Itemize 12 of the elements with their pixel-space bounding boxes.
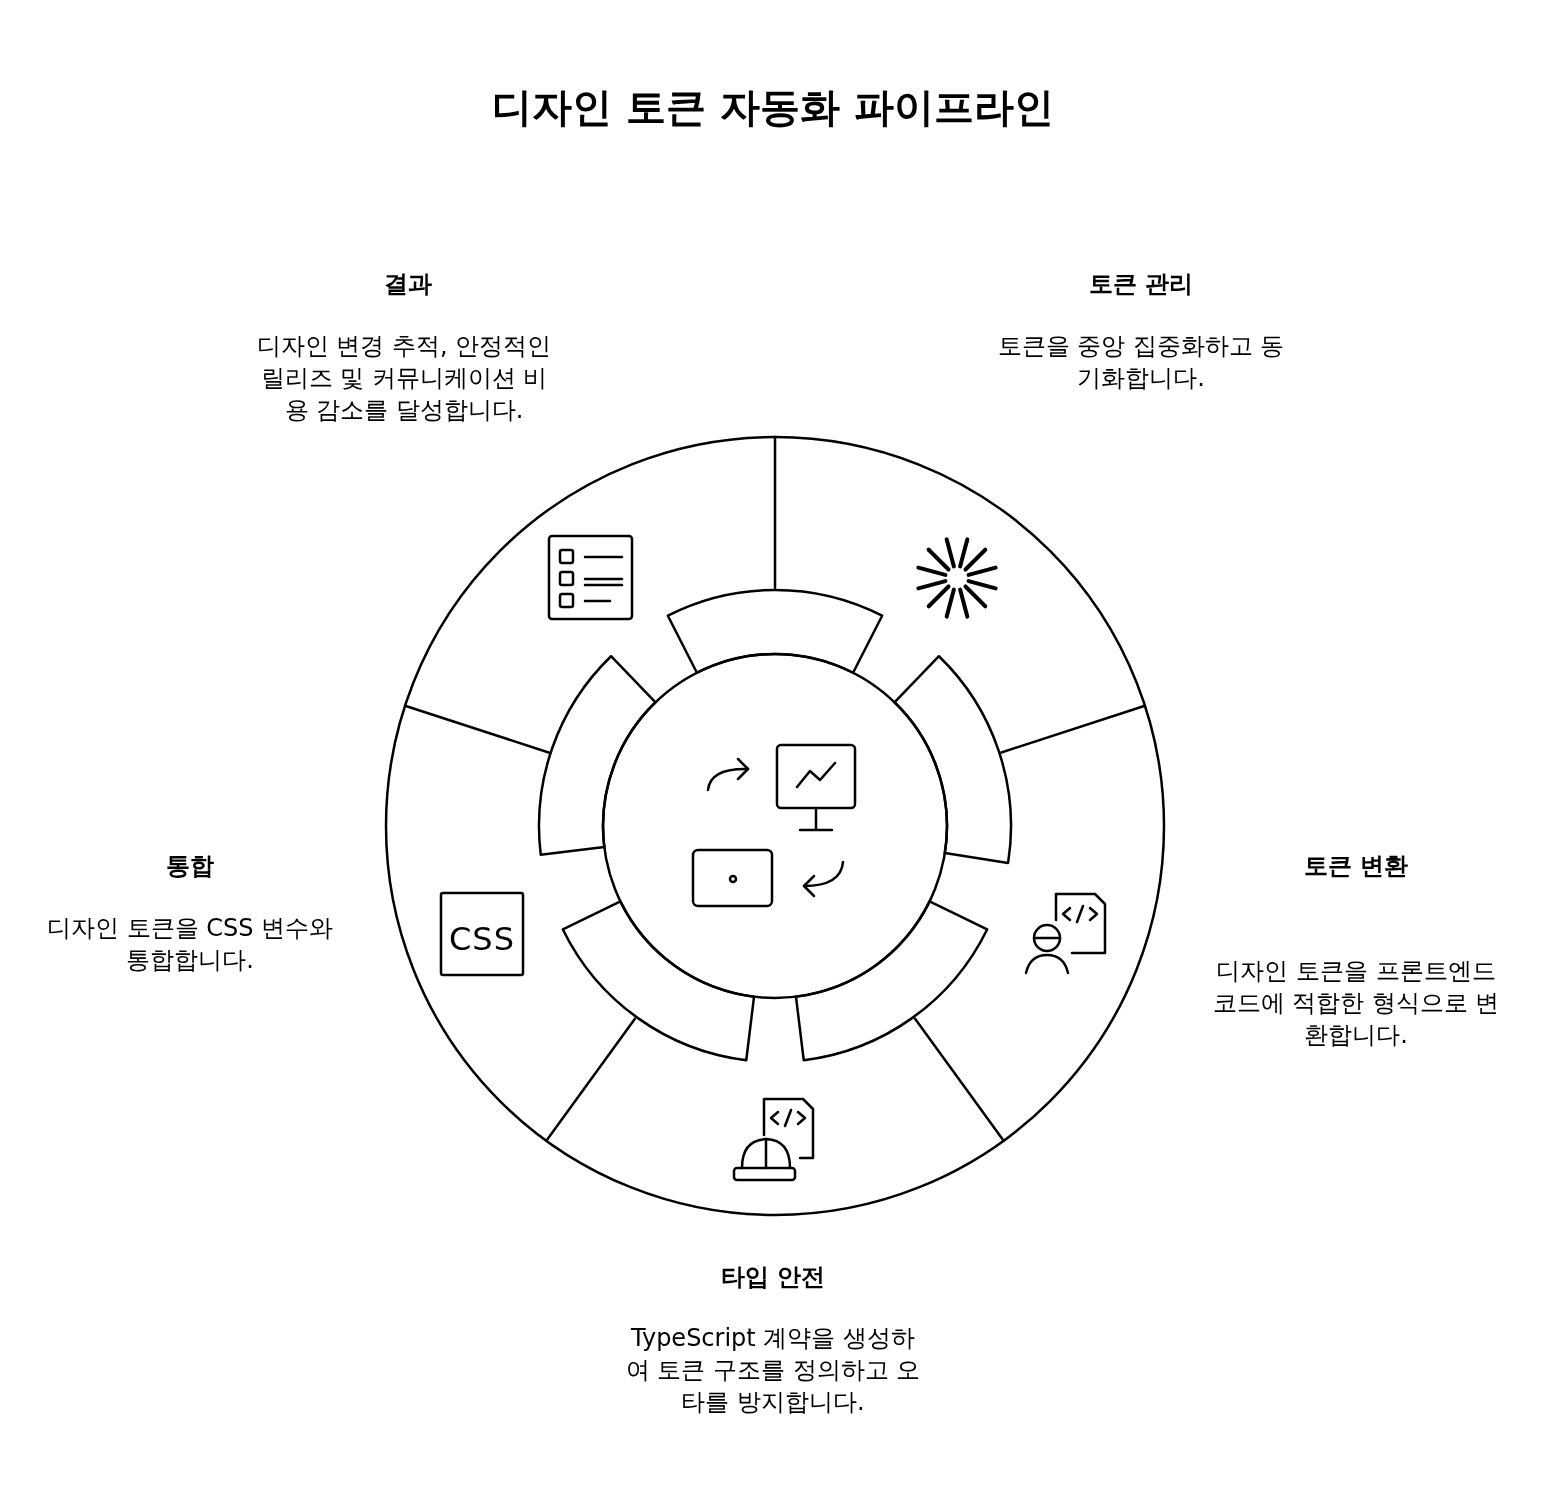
- section-heading: 토큰 변환: [1302, 851, 1410, 882]
- description-text: 토큰을 중앙 집중화하고 동기화합니다.: [996, 331, 1286, 394]
- section-heading: 통합: [165, 851, 215, 882]
- description-text: 디자인 변경 추적, 안정적인 릴리즈 및 커뮤니케이션 비용 감소를 달성합니다.: [255, 331, 553, 426]
- section-heading: 타입 안전: [719, 1262, 827, 1293]
- section-heading: 결과: [383, 269, 433, 300]
- description-text: 디자인 토큰을 프론트엔드 코드에 적합한 형식으로 변환합니다.: [1211, 956, 1501, 1051]
- description-text: 디자인 토큰을 CSS 변수와 통합합니다.: [45, 913, 335, 976]
- section-heading: 토큰 관리: [1087, 269, 1195, 300]
- diagram-title: 디자인 토큰 자동화 파이프라인: [491, 83, 1055, 132]
- icon-label: CSS: [448, 919, 516, 960]
- description-text: TypeScript 계약을 생성하여 토큰 구조를 정의하고 오타를 방지합니다.: [624, 1323, 922, 1418]
